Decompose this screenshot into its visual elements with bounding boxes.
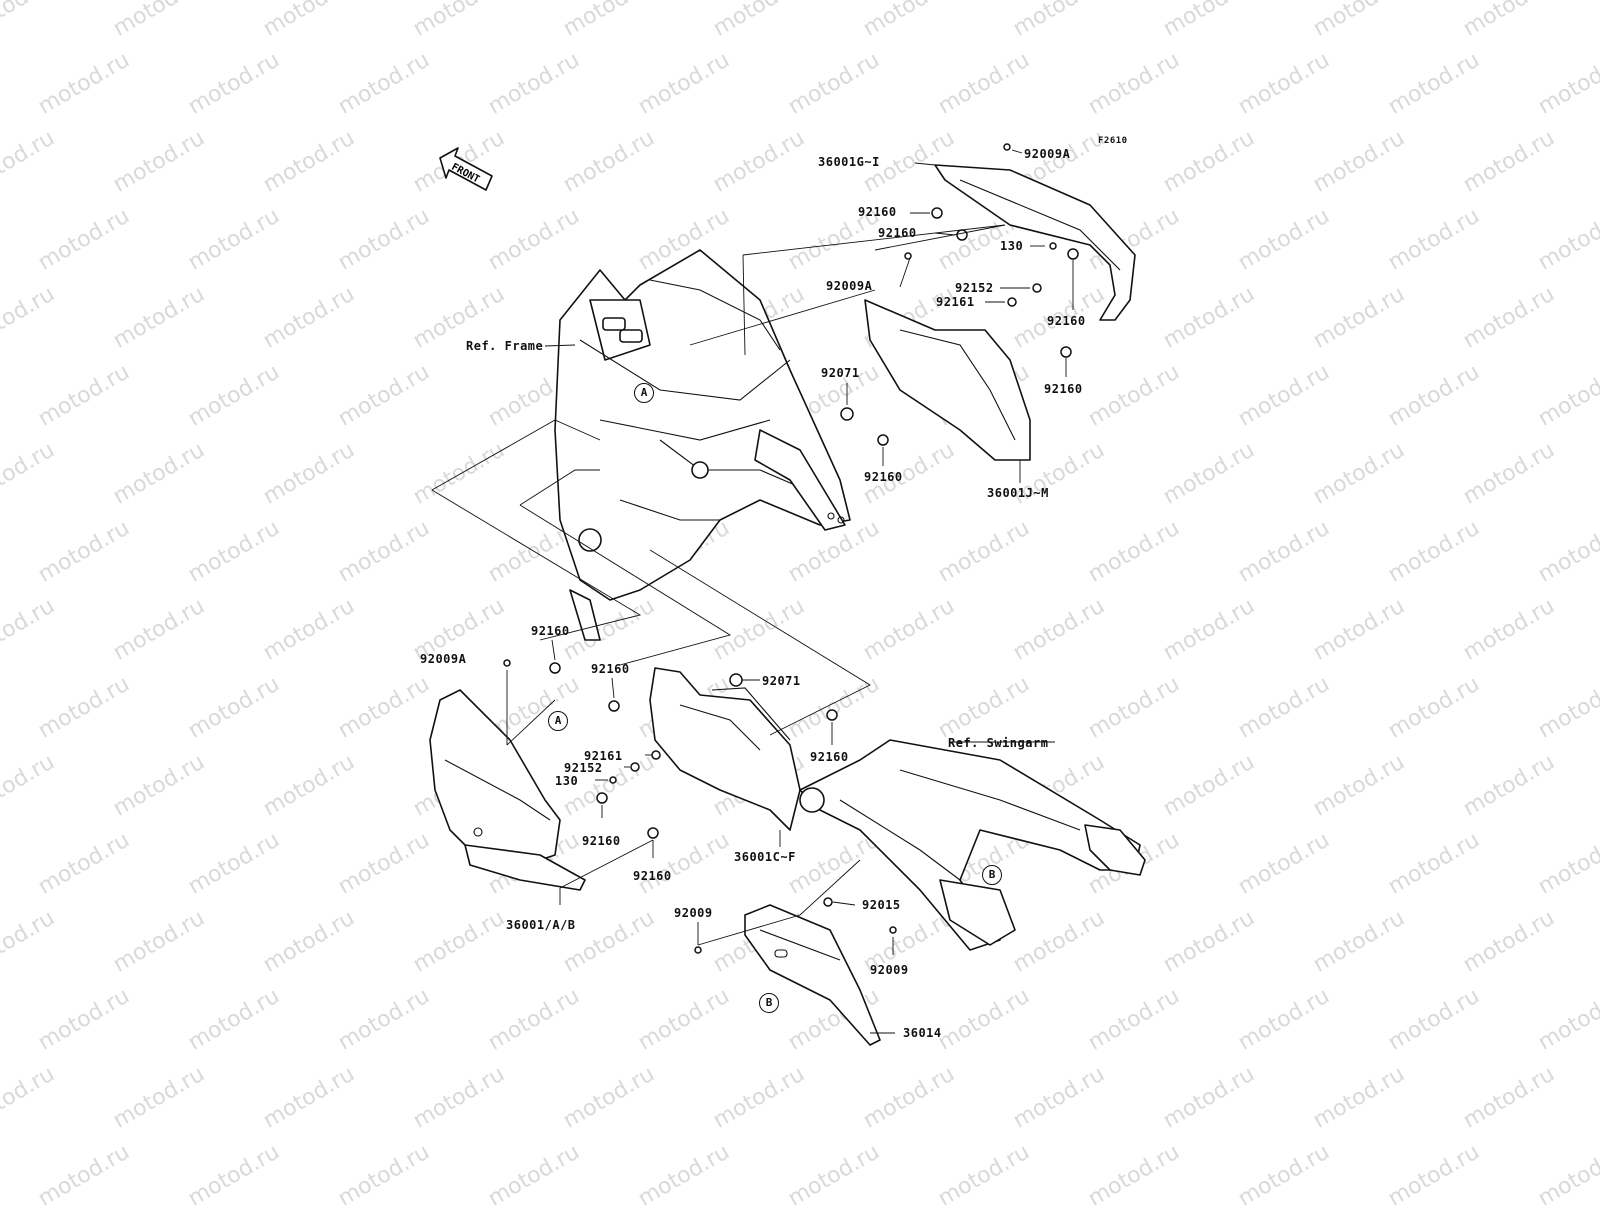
figure-code: F2610: [1098, 136, 1128, 146]
chain-guard-36014: [744, 904, 881, 1046]
part-label-92160[interactable]: 92160: [633, 869, 672, 883]
part-label-92009A[interactable]: 92009A: [826, 279, 873, 293]
part-label-36001G-I[interactable]: 36001G~I: [818, 155, 880, 169]
part-label-92152[interactable]: 92152: [564, 761, 603, 775]
part-label-92160[interactable]: 92160: [1047, 314, 1086, 328]
left-cover-36001-A-B: [429, 689, 561, 861]
reference-marker-b: B: [982, 865, 1002, 885]
reference-marker-b: B: [759, 993, 779, 1013]
part-label-130[interactable]: 130: [555, 774, 579, 788]
part-label-92160[interactable]: 92160: [591, 662, 630, 676]
part-label-36001J-M[interactable]: 36001J~M: [987, 486, 1049, 500]
part-label-36001-A-B[interactable]: 36001/A/B: [506, 918, 576, 932]
part-label-92015[interactable]: 92015: [862, 898, 901, 912]
side-cover-36001J-M: [864, 299, 1031, 461]
hardware-items: [503, 143, 1079, 954]
swingarm-drawing: [799, 739, 1146, 951]
part-label-36014[interactable]: 36014: [903, 1026, 942, 1040]
reference-marker-a: A: [634, 383, 654, 403]
lower-cover-36001C-F: [649, 667, 801, 831]
part-label-92160[interactable]: 92160: [864, 470, 903, 484]
part-label-92161[interactable]: 92161: [936, 295, 975, 309]
part-label-92009A[interactable]: 92009A: [1024, 147, 1071, 161]
part-label-92009[interactable]: 92009: [674, 906, 713, 920]
part-label-92160[interactable]: 92160: [810, 750, 849, 764]
ref-frame-label: Ref. Frame: [466, 339, 544, 353]
part-label-92160[interactable]: 92160: [858, 205, 897, 219]
part-label-92009[interactable]: 92009: [870, 963, 909, 977]
part-label-36001C-F[interactable]: 36001C~F: [734, 850, 796, 864]
part-label-92161[interactable]: 92161: [584, 749, 623, 763]
part-label-92160[interactable]: 92160: [582, 834, 621, 848]
part-label-130[interactable]: 130: [1000, 239, 1024, 253]
ref-swingarm-label: Ref. Swingarm: [948, 736, 1049, 750]
leader-lines: [431, 149, 1074, 1034]
part-label-92160[interactable]: 92160: [531, 624, 570, 638]
upper-cover-36001G-I: [934, 164, 1136, 321]
part-label-92152[interactable]: 92152: [955, 281, 994, 295]
front-arrow-icon: FRONT: [439, 147, 493, 191]
reference-marker-a: A: [548, 711, 568, 731]
part-label-92071[interactable]: 92071: [762, 674, 801, 688]
part-label-92009A[interactable]: 92009A: [420, 652, 467, 666]
part-label-92160[interactable]: 92160: [878, 226, 917, 240]
frame-drawing: [554, 249, 851, 641]
part-label-92160[interactable]: 92160: [1044, 382, 1083, 396]
part-label-92071[interactable]: 92071: [821, 366, 860, 380]
